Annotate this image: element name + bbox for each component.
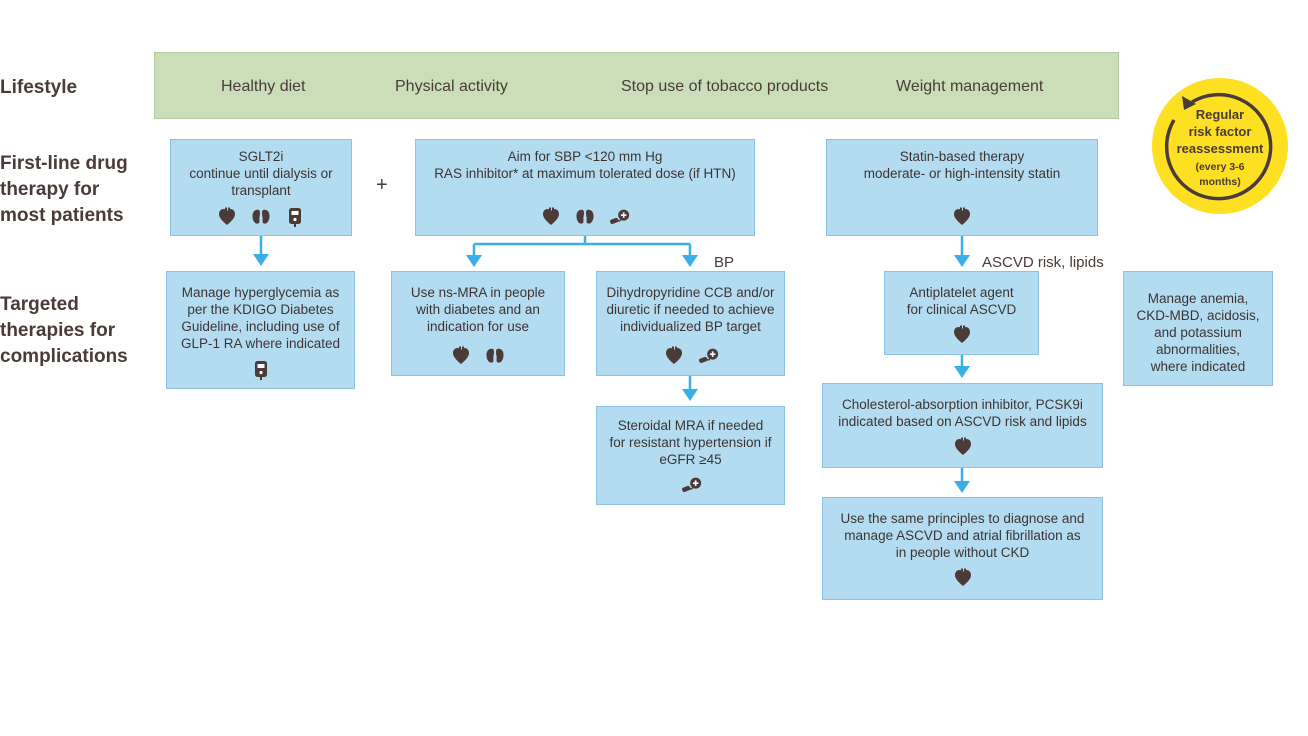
arrowhead: [682, 389, 698, 401]
arrowhead: [682, 255, 698, 267]
cycle-title-line: risk factor: [1188, 124, 1252, 139]
heart-icon: [952, 325, 972, 345]
kidney-icon: [575, 207, 595, 227]
box-line: Cholesterol-absorption inhibitor, PCSK9i: [842, 397, 1083, 412]
heart-icon: [952, 207, 972, 227]
cycle-sub-line: (every 3-6: [1195, 161, 1245, 173]
row-label-line: therapies for: [0, 320, 116, 341]
box-ccb-diuretic: Dihydropyridine CCB and/or diuretic if n…: [596, 271, 785, 376]
lifestyle-item-weight-management: Weight management: [896, 78, 1044, 95]
cycle-title-line: reassessment: [1176, 141, 1264, 156]
box-line: Steroidal MRA if needed: [617, 418, 764, 433]
box-sglt2i: SGLT2i continue until dialysis or transp…: [170, 139, 352, 236]
box-line: and potassium: [1154, 325, 1242, 340]
box-line: with diabetes and an: [416, 302, 540, 317]
kidney-icon: [251, 207, 271, 227]
box-statin: Statin-based therapy moderate- or high-i…: [826, 139, 1098, 236]
box-line: indication for use: [426, 319, 530, 334]
row-label-lifestyle: Lifestyle: [0, 77, 78, 98]
box-line: Manage anemia,: [1147, 291, 1249, 306]
row-label-targeted: Targeted therapies for complications: [0, 292, 128, 370]
box-line: diuretic if needed to achieve: [606, 302, 775, 317]
box-line: continue until dialysis or: [189, 166, 333, 181]
box-line: abnormalities,: [1155, 342, 1241, 357]
blood-pressure-cuff-icon: [698, 346, 718, 366]
heart-icon: [953, 437, 973, 457]
edge-label-bp: BP: [714, 254, 735, 271]
box-line: Manage hyperglycemia as: [181, 285, 340, 300]
box-line: SGLT2i: [238, 149, 284, 164]
heart-icon: [664, 346, 684, 366]
box-line: per the KDIGO Diabetes: [187, 302, 334, 317]
box-line: Use the same principles to diagnose and: [840, 511, 1085, 526]
row-label-line: therapy for: [0, 179, 100, 200]
blood-pressure-cuff-icon: [681, 475, 701, 495]
heart-icon: [217, 207, 237, 227]
cycle-sub-line: months): [1199, 176, 1241, 188]
reassessment-cycle-badge: Regular risk factor reassessment (every …: [1152, 78, 1288, 214]
box-line: moderate- or high-intensity statin: [863, 166, 1061, 181]
box-hyperglycemia: Manage hyperglycemia as per the KDIGO Di…: [166, 271, 355, 389]
glucose-meter-icon: [251, 360, 271, 380]
arrowhead: [466, 255, 482, 267]
box-ns-mra: Use ns-MRA in people with diabetes and a…: [391, 271, 565, 376]
cycle-arrow-icon: [1164, 92, 1273, 201]
box-line: indicated based on ASCVD risk and lipids: [838, 414, 1087, 429]
row-label-line: most patients: [0, 205, 124, 226]
row-label-line: First-line drug: [0, 153, 128, 174]
box-line: Statin-based therapy: [899, 149, 1025, 164]
box-anemia: Manage anemia, CKD-MBD, acidosis, and po…: [1123, 271, 1273, 386]
heart-icon: [953, 568, 973, 588]
box-line: Dihydropyridine CCB and/or: [606, 285, 775, 300]
box-line: Antiplatelet agent: [909, 285, 1014, 300]
box-line: individualized BP target: [620, 319, 761, 334]
arrowhead: [954, 366, 970, 378]
blood-pressure-cuff-icon: [609, 207, 630, 227]
box-same-principles: Use the same principles to diagnose and …: [822, 497, 1103, 600]
row-label-line: complications: [0, 346, 128, 367]
box-line: CKD-MBD, acidosis,: [1136, 308, 1260, 323]
lifestyle-item-healthy-diet: Healthy diet: [221, 78, 306, 95]
box-line: manage ASCVD and atrial fibrillation as: [844, 528, 1081, 543]
edge-label-ascvd: ASCVD risk, lipids: [982, 254, 1104, 271]
box-line: for clinical ASCVD: [906, 302, 1017, 317]
box-line: eGFR ≥45: [659, 452, 722, 467]
box-steroidal-mra: Steroidal MRA if needed for resistant hy…: [596, 406, 785, 505]
glucose-meter-icon: [285, 207, 305, 227]
row-label-first-line: First-line drug therapy for most patient…: [0, 151, 128, 229]
row-label-line: Targeted: [0, 294, 79, 315]
box-line: GLP-1 RA where indicated: [180, 336, 341, 351]
box-line: in people without CKD: [895, 545, 1030, 560]
box-line: where indicated: [1150, 359, 1246, 374]
kidney-icon: [485, 346, 505, 366]
arrowhead: [954, 255, 970, 267]
heart-icon: [541, 207, 561, 227]
arrowhead: [954, 481, 970, 493]
box-cholesterol-absorption: Cholesterol-absorption inhibitor, PCSK9i…: [822, 383, 1103, 468]
box-line: for resistant hypertension if: [609, 435, 772, 450]
box-line: Aim for SBP <120 mm Hg: [507, 149, 663, 164]
arrowhead: [253, 254, 269, 266]
box-ras-inhibitor: Aim for SBP <120 mm Hg RAS inhibitor* at…: [415, 139, 755, 236]
box-line: Guideline, including use of: [181, 319, 340, 334]
lifestyle-item-physical-activity: Physical activity: [395, 78, 508, 95]
box-line: Use ns-MRA in people: [410, 285, 546, 300]
cycle-title-line: Regular: [1195, 107, 1245, 122]
plus-sign: +: [376, 174, 388, 196]
lifestyle-bar: Healthy diet Physical activity Stop use …: [154, 52, 1119, 119]
lifestyle-item-stop-tobacco: Stop use of tobacco products: [621, 78, 829, 95]
box-line: transplant: [231, 183, 291, 198]
heart-icon: [451, 346, 471, 366]
box-antiplatelet: Antiplatelet agent for clinical ASCVD: [884, 271, 1039, 355]
box-line: RAS inhibitor* at maximum tolerated dose…: [434, 166, 736, 181]
